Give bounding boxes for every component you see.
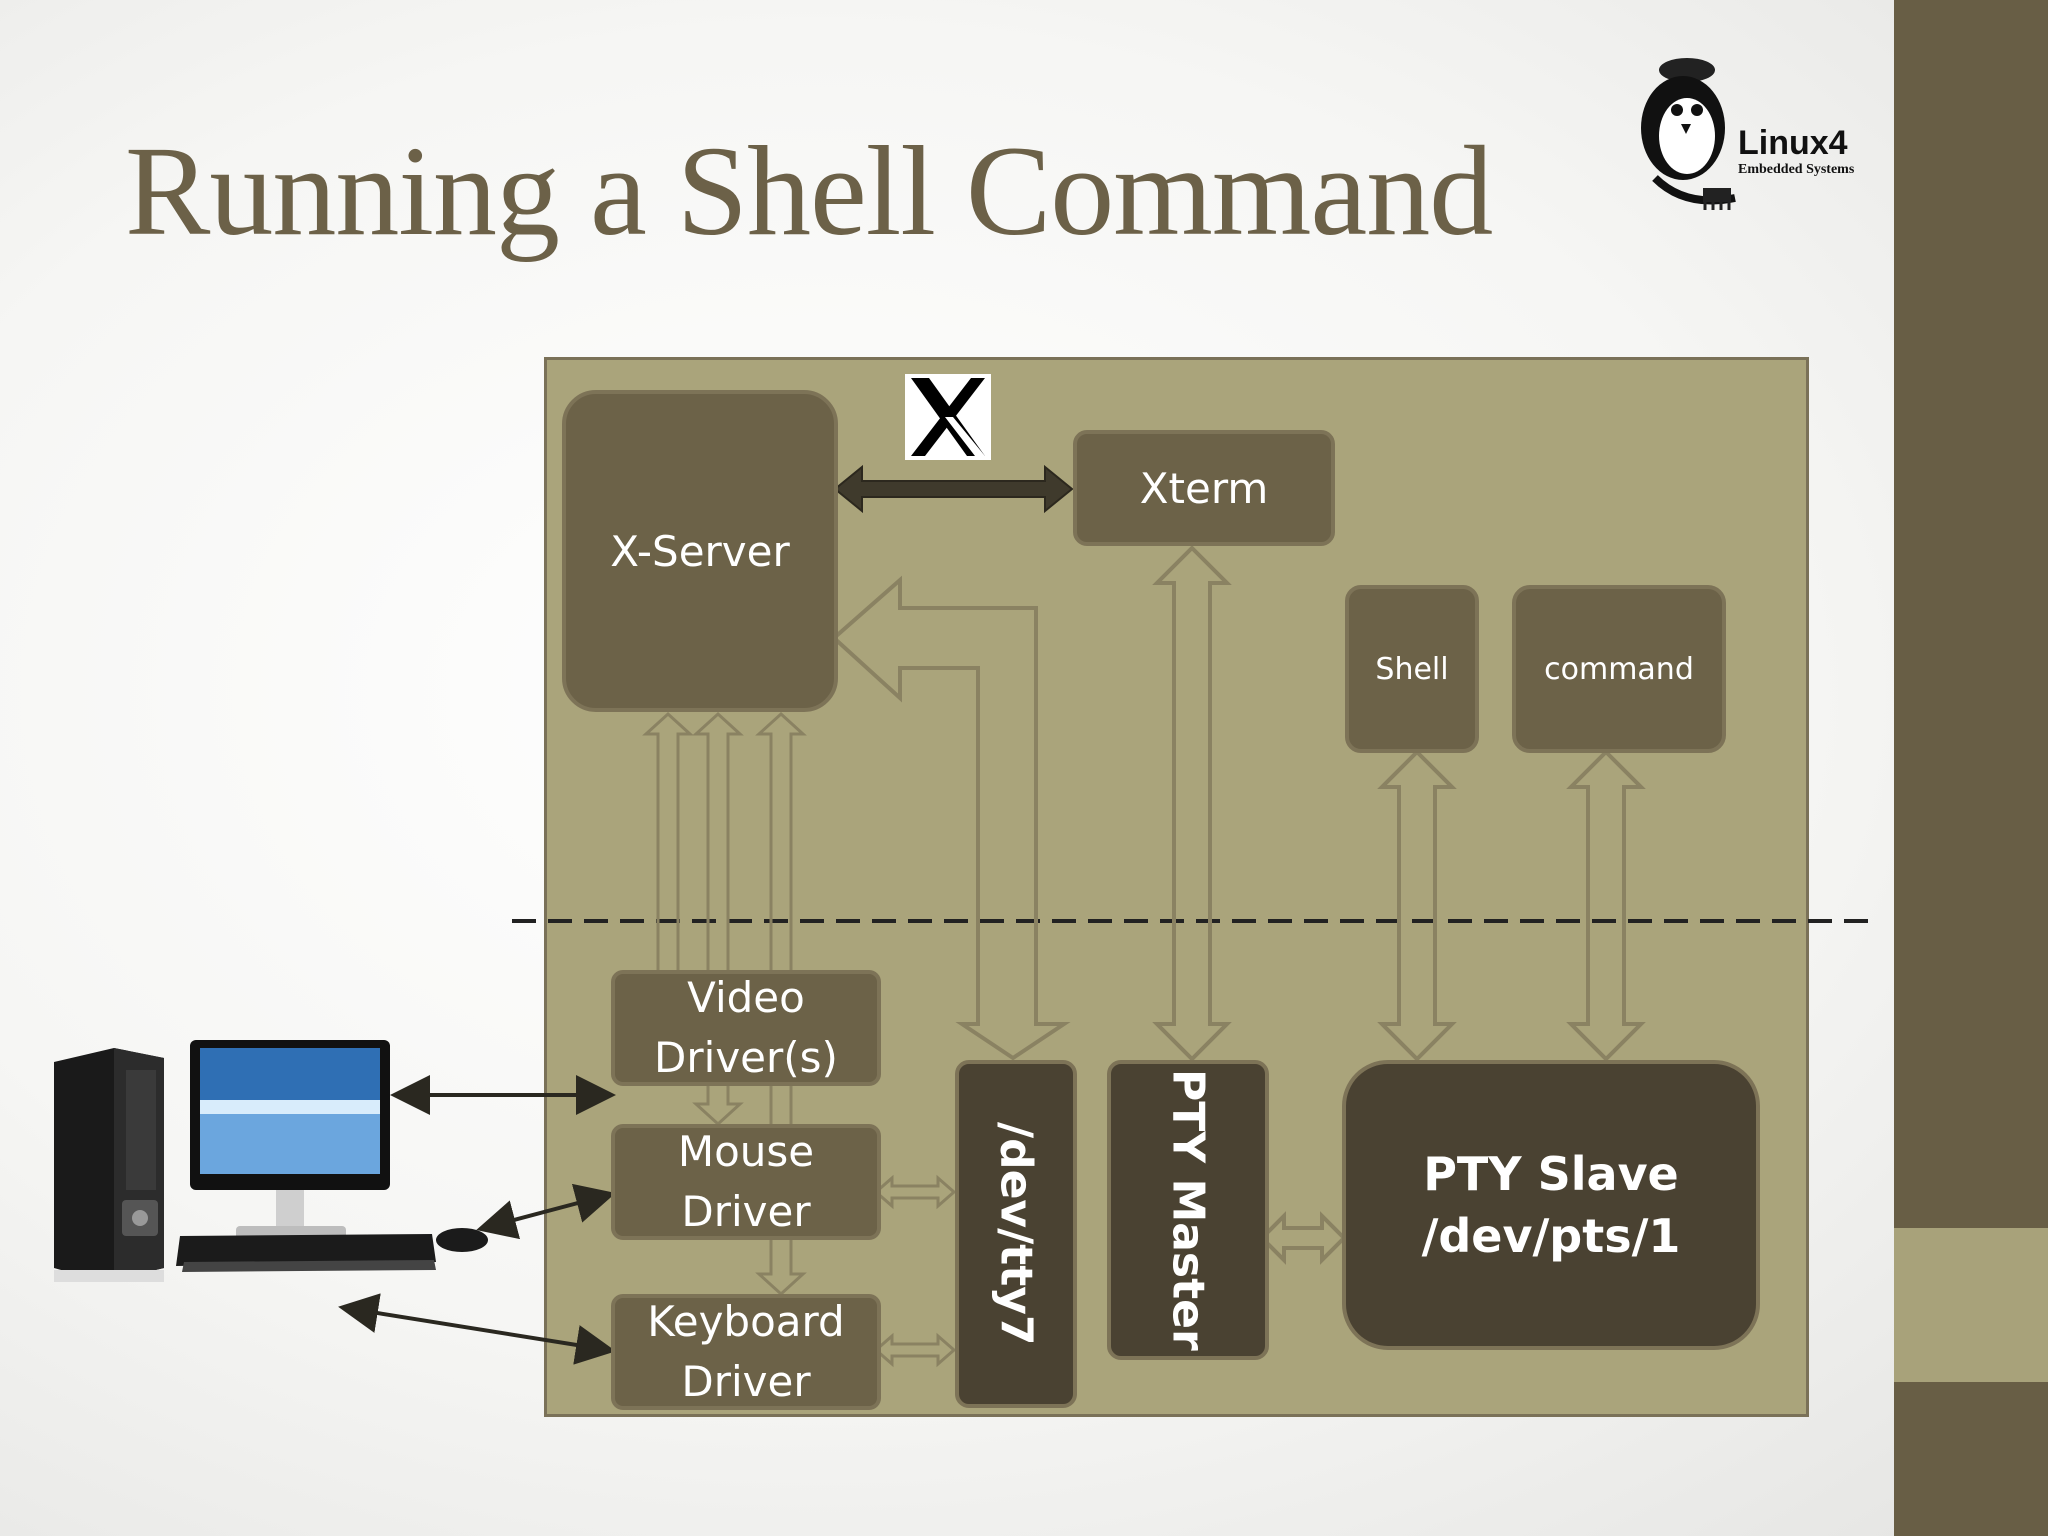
command-ptyslave-arrow (1566, 749, 1646, 1062)
pty-slave-label: PTY Slave (1423, 1147, 1679, 1201)
shell-box: Shell (1345, 585, 1479, 753)
xserver-video-arrow (642, 711, 694, 995)
desktop-computer-icon (54, 1040, 488, 1282)
mouse-driver-box: Mouse Driver (611, 1124, 881, 1240)
dev-tty7-box: /dev/tty7 (955, 1060, 1077, 1408)
logo-brand: Linux4 (1738, 124, 1848, 162)
pty-slave-box: PTY Slave /dev/pts/1 (1342, 1060, 1760, 1350)
xterm-ptymaster-arrow (1152, 545, 1232, 1062)
computer-keyboard-link (338, 1293, 616, 1365)
command-label: command (1544, 651, 1694, 687)
logo-tagline: Embedded Systems (1738, 162, 1855, 177)
keyboard-driver-label: Keyboard Driver (647, 1297, 845, 1406)
x-window-logo-icon (905, 374, 991, 460)
mouse-tty7-arrow (873, 1174, 957, 1210)
computer-mouse-link (476, 1183, 616, 1240)
mouse-driver-label: Mouse Driver (677, 1127, 815, 1236)
keyboard-driver-box: Keyboard Driver (611, 1294, 881, 1410)
shell-ptyslave-arrow (1377, 749, 1457, 1062)
video-driver-box: Video Driver(s) (611, 970, 881, 1086)
x-server-box: X-Server (562, 390, 838, 712)
video-driver-label: Video Driver(s) (654, 973, 838, 1082)
pty-slave-device-label: /dev/pts/1 (1421, 1209, 1681, 1263)
x-server-label: X-Server (610, 526, 790, 576)
keyboard-tty7-arrow (873, 1332, 957, 1368)
sidebar-band-decoration (1894, 1228, 2048, 1382)
penguin-logo-icon (1641, 58, 1736, 210)
pty-master-label: PTY Master (1162, 1069, 1214, 1351)
xserver-tty7-arrow (830, 575, 1071, 1061)
ptymaster-ptyslave-arrow (1259, 1211, 1347, 1265)
shell-label: Shell (1375, 651, 1449, 687)
dev-tty7-label: /dev/tty7 (990, 1122, 1042, 1346)
xterm-label: Xterm (1139, 463, 1269, 513)
command-box: command (1512, 585, 1726, 753)
pty-master-box: PTY Master (1107, 1060, 1269, 1360)
xterm-box: Xterm (1073, 430, 1335, 546)
xserver-xterm-arrow (833, 464, 1074, 514)
slide-title: Running a Shell Command (125, 120, 1493, 262)
